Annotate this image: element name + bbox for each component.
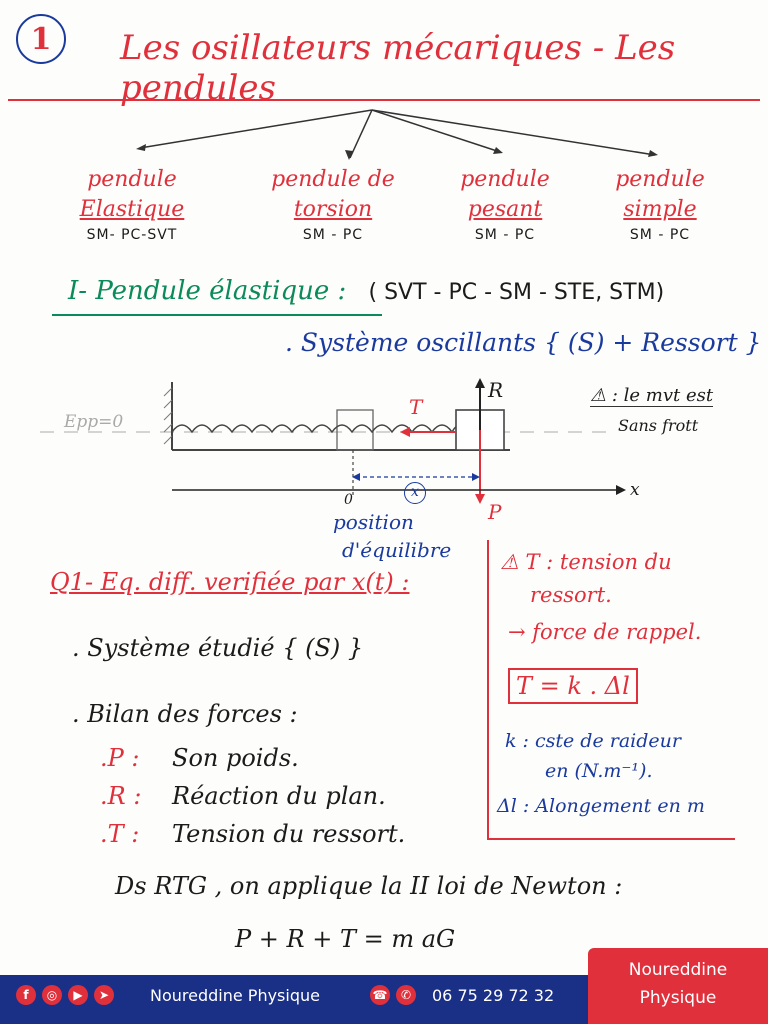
telegram-icon[interactable]: ➤ [94,985,114,1005]
pendulum-line2: simple [623,197,697,222]
tension-note-box [487,540,735,840]
note-tension-1: ⚠ T : tension du [500,550,672,574]
title-underline [8,99,760,101]
pendulum-line2: Elastique [79,197,185,222]
section-title: I- Pendule élastique : [68,276,347,306]
section-streams: ( SVT - PC - SM - STE, STM) [368,280,665,305]
footer-phone: 06 75 29 72 32 [432,986,555,1005]
pendulum-streams: SM - PC [474,227,536,243]
whatsapp-icon[interactable]: ✆ [396,985,416,1005]
social-icons: f ◎ ▶ ➤ [16,985,114,1005]
contact-icons: ☎ ✆ [370,985,416,1005]
footer-name: Noureddine Physique [150,986,320,1005]
studied-system: . Système étudié { (S) } [72,634,364,662]
page-title: Les osillateurs mécariques - Les pendule… [120,28,676,108]
note-k-1: k : cste de raideur [505,730,681,752]
pendulum-line1: pendule [87,167,177,192]
classification-arrows [136,109,658,160]
displacement-label: x [404,482,426,504]
section-heading: I- Pendule élastique : ( SVT - PC - SM -… [68,276,664,306]
force-p-symbol: .P : [100,744,140,772]
note-elongation: Δl : Alongement en m [497,795,705,817]
pendulum-streams: SM - PC [302,227,364,243]
pendulum-line1: pendule de [271,167,395,192]
pendulum-streams: SM- PC-SVT [86,227,178,243]
force-t-desc: Tension du ressort. [172,820,406,848]
weight-label: P [488,500,502,524]
friction-warning-1: ⚠ : le mvt est [590,385,714,407]
newton-equation: P + R + T = m aG [235,925,456,953]
system-definition: . Système oscillants { (S) + Ressort } [285,328,762,357]
brand-panel: Noureddine Physique [588,948,768,1024]
facebook-icon[interactable]: f [16,985,36,1005]
pendulum-type-torsion: pendule de torsion SM - PC [258,165,408,243]
equilibrium-label-2: d'équilibre [342,538,452,562]
x-axis-label: x [630,480,640,500]
pendulum-line2: torsion [293,197,373,222]
force-r-desc: Réaction du plan. [172,782,386,810]
pendulum-type-simple: pendule simple SM - PC [600,165,720,243]
pendulum-line1: pendule [615,167,705,192]
pendulum-line2: pesant [467,197,543,222]
note-rappel: → force de rappel. [508,620,702,644]
brand-name-2: Physique [639,988,717,1008]
friction-warning-2: Sans frott [618,416,699,435]
pendulum-type-pesant: pendule pesant SM - PC [440,165,570,243]
pendulum-streams: SM - PC [629,227,691,243]
force-t-symbol: .T : [100,820,140,848]
pendulum-line1: pendule [460,167,550,192]
forces-review: . Bilan des forces : [72,700,298,728]
question-heading: Q1- Eq. diff. verifiée par x(t) : [50,568,410,596]
phone-icon[interactable]: ☎ [370,985,390,1005]
force-r-symbol: .R : [100,782,142,810]
reaction-label: R [488,378,504,402]
force-p-desc: Son poids. [172,744,299,772]
newton-law-sentence: Ds RTG , on applique la II loi de Newton… [115,872,623,900]
equilibrium-label-1: position [333,510,414,534]
spring-mass-diagram [40,378,626,504]
brand-name-1: Noureddine [628,960,728,980]
note-tension-2: ressort. [530,583,612,607]
tension-label: T [409,395,423,419]
epp-label: Epp=0 [64,412,124,432]
note-k-2: en (N.m⁻¹). [545,760,653,782]
tension-formula: T = k . Δl [508,668,638,704]
section-underline [52,314,382,316]
origin-label: 0 [344,492,353,508]
page-number: 1 [16,14,66,64]
pendulum-type-elastic: pendule Elastique SM- PC-SVT [62,165,202,243]
instagram-icon[interactable]: ◎ [42,985,62,1005]
youtube-icon[interactable]: ▶ [68,985,88,1005]
